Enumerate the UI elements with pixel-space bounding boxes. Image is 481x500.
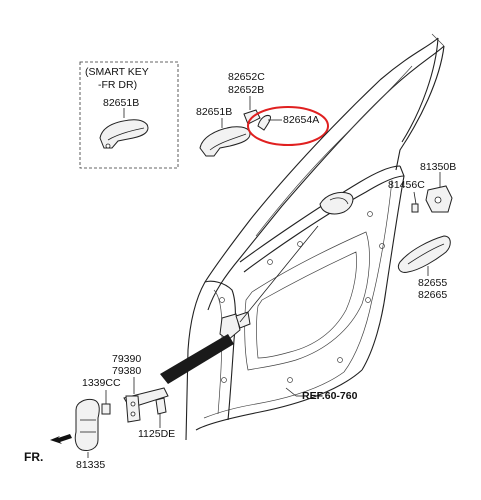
label-1125DE: 1125DE xyxy=(138,428,175,440)
outer-handle xyxy=(199,126,251,157)
latch-bolt xyxy=(411,203,419,213)
label-82654A: 82654A xyxy=(283,114,319,126)
door-hinge xyxy=(74,399,100,451)
label-81335: 81335 xyxy=(76,459,105,471)
hinge-mount xyxy=(219,313,241,341)
smart-key-label-2: -FR DR) xyxy=(98,79,137,91)
label-82655: 82655 xyxy=(418,277,447,289)
smart-key-box: (SMART KEY -FR DR) 82651B xyxy=(79,61,179,169)
bolt-1339CC xyxy=(101,403,111,415)
front-arrow-icon xyxy=(50,434,72,444)
check-link-group: 79390 79380 1339CC 1125DE 81335 xyxy=(74,353,175,471)
inner-handle-recess xyxy=(319,191,354,215)
smart-key-label-1: (SMART KEY xyxy=(85,66,149,78)
smart-key-handle xyxy=(99,119,149,149)
label-79380: 79380 xyxy=(112,365,141,377)
front-direction: FR. xyxy=(24,434,72,464)
label-82665: 82665 xyxy=(418,289,447,301)
label-82652B: 82652B xyxy=(228,84,264,96)
ref-label: REF.60-760 xyxy=(302,390,358,402)
highlight-circle xyxy=(247,106,329,146)
smart-key-part-label: 82651B xyxy=(103,97,139,109)
label-81350B: 81350B xyxy=(420,161,456,173)
front-label: FR. xyxy=(24,450,43,464)
label-81456C: 81456C xyxy=(388,179,425,191)
right-parts: 81350B 81456C 82655 82665 xyxy=(388,161,456,301)
bolt-1125DE xyxy=(155,397,167,415)
label-1339CC: 1339CC xyxy=(82,377,121,389)
label-79390: 79390 xyxy=(112,353,141,365)
outer-handle-group: 82652C 82652B 82651B 82654A xyxy=(196,71,329,157)
handle-cover xyxy=(257,115,271,131)
door-body xyxy=(185,33,445,441)
label-82652C: 82652C xyxy=(228,71,265,83)
pointer-wedge xyxy=(160,334,234,384)
label-82651B: 82651B xyxy=(196,106,232,118)
reference-group: REF.60-760 xyxy=(285,387,358,402)
